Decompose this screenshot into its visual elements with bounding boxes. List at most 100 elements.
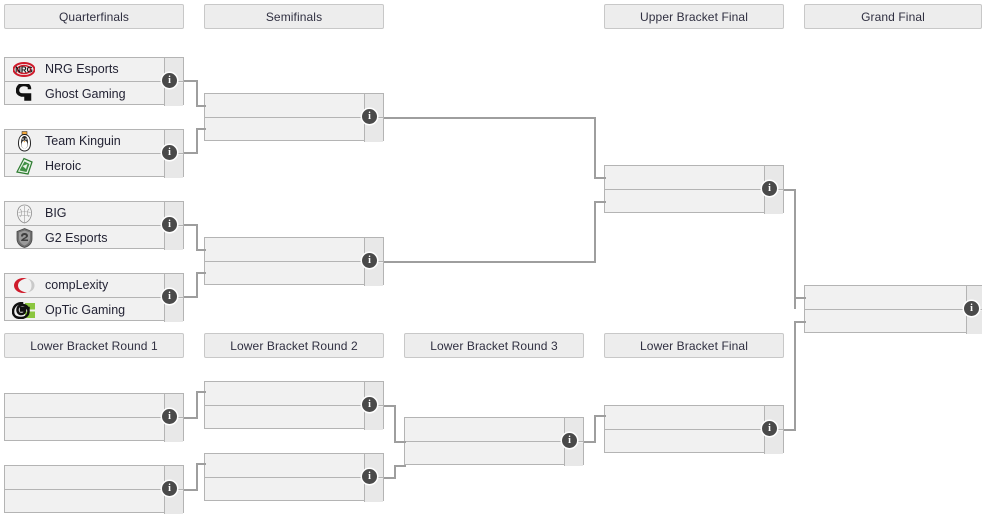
match-sf2-team-2[interactable] [205,262,383,286]
ghost-gaming-logo [15,84,31,101]
bracket-connector-line [384,405,396,407]
team-score [364,478,383,502]
match-sf1[interactable] [204,93,384,142]
match-lbr1m1[interactable] [4,393,184,442]
team-name: G2 Esports [45,230,108,245]
match-qf1[interactable]: NRG NRG Esports Ghost Gaming [4,57,184,106]
match-lbr2m2[interactable] [204,453,384,502]
match-lbr3m1-team-1[interactable] [405,418,583,442]
match-info-icon[interactable]: i [362,397,377,412]
match-lbf[interactable] [604,405,784,454]
match-info-icon[interactable]: i [362,253,377,268]
match-qf2-team-1[interactable]: Team Kinguin [5,130,183,154]
match-lbr2m2-team-2[interactable] [205,478,383,502]
nrg-esports-logo: NRG [13,62,35,77]
match-sf2-team-1[interactable] [205,238,383,262]
match-ubf-team-2[interactable] [605,190,783,214]
match-info-icon[interactable]: i [162,145,177,160]
match-qf3-team-1[interactable]: BIG [5,202,183,226]
team-score [764,430,783,454]
team-score [164,154,183,178]
match-lbr3m1[interactable] [404,417,584,466]
round-header-lower-bracket-final: Lower Bracket Final [604,333,784,358]
match-qf4-team-1[interactable]: compLexity [5,274,183,298]
bracket-connector-line [196,391,198,419]
match-qf3-team-2[interactable]: G2 Esports [5,226,183,250]
bracket-connector-line [384,477,396,479]
match-lbr2m2-team-1[interactable] [205,454,383,478]
match-lbr1m2-team-1[interactable] [5,466,183,490]
big-logo [5,202,43,225]
match-sf1-team-1[interactable] [205,94,383,118]
team-logo-placeholder [605,191,643,214]
match-info-icon[interactable]: i [762,421,777,436]
match-info-icon[interactable]: i [162,73,177,88]
match-qf2[interactable]: Team Kinguin Heroic [4,129,184,178]
match-lbr1m1-team-2[interactable] [5,418,183,442]
team-score [564,442,583,466]
match-gf-team-1[interactable] [805,286,982,310]
match-info-icon[interactable]: i [762,181,777,196]
bracket-connector-line [394,465,396,479]
heroic-logo [5,155,43,178]
match-info-icon[interactable]: i [362,469,377,484]
match-gf-team-2[interactable] [805,310,982,334]
team-name: compLexity [45,278,109,292]
match-lbr3m1-team-2[interactable] [405,442,583,466]
match-lbr2m1[interactable] [204,381,384,430]
team-logo-placeholder [5,466,43,489]
match-qf2-team-2[interactable]: Heroic [5,154,183,178]
bracket-connector-line [784,429,796,431]
match-qf4-team-2[interactable]: OpTic Gaming [5,298,183,322]
match-lbr1m1-team-1[interactable] [5,394,183,418]
team-logo-placeholder [605,406,643,429]
bracket-connector-line [794,297,806,299]
match-info-icon[interactable]: i [162,217,177,232]
team-logo-placeholder [205,407,243,430]
match-lbr2m1-team-2[interactable] [205,406,383,430]
team-logo-placeholder [605,431,643,454]
match-qf4[interactable]: compLexity OpTic Gaming [4,273,184,322]
team-logo-placeholder [205,238,243,261]
match-info-icon[interactable]: i [162,409,177,424]
match-lbr2m1-team-1[interactable] [205,382,383,406]
match-lbr1m2-team-2[interactable] [5,490,183,514]
match-info-icon[interactable]: i [562,433,577,448]
team-name: Team Kinguin [45,134,121,148]
team-logo-placeholder [805,311,843,334]
match-ubf[interactable] [604,165,784,214]
bracket-connector-line [196,391,206,393]
match-ubf-team-1[interactable] [605,166,783,190]
match-gf[interactable] [804,285,982,334]
bracket-connector-line [184,80,197,82]
bracket-connector-line [594,201,596,263]
team-score [364,118,383,142]
bracket-connector-line [794,189,796,309]
round-header-lower-bracket-round-2: Lower Bracket Round 2 [204,333,384,358]
bracket-connector-line [196,249,206,251]
bracket-connector-line [196,224,198,250]
match-info-icon[interactable]: i [162,481,177,496]
team-logo-placeholder [805,286,843,309]
team-name: OpTic Gaming [45,302,126,317]
team-logo-placeholder [205,94,243,117]
bracket-connector-line [196,105,206,107]
match-info-icon[interactable]: i [362,109,377,124]
match-qf1-team-1[interactable]: NRG NRG Esports [5,58,183,82]
match-qf3[interactable]: BIG G2 Esports [4,201,184,250]
optic-gaming-logo [12,301,35,319]
bracket-connector-line [196,80,198,106]
match-sf2[interactable] [204,237,384,286]
team-logo-placeholder [205,119,243,142]
match-lbf-team-1[interactable] [605,406,783,430]
match-lbf-team-2[interactable] [605,430,783,454]
match-qf1-team-2[interactable]: Ghost Gaming [5,82,183,106]
team-logo-placeholder [405,418,443,441]
match-sf1-team-2[interactable] [205,118,383,142]
match-info-icon[interactable]: i [162,289,177,304]
match-info-icon[interactable]: i [964,301,979,316]
bracket-connector-line [384,117,596,119]
match-lbr1m2[interactable] [4,465,184,514]
bracket-connector-line [594,415,606,417]
team-name: BIG [45,206,67,220]
